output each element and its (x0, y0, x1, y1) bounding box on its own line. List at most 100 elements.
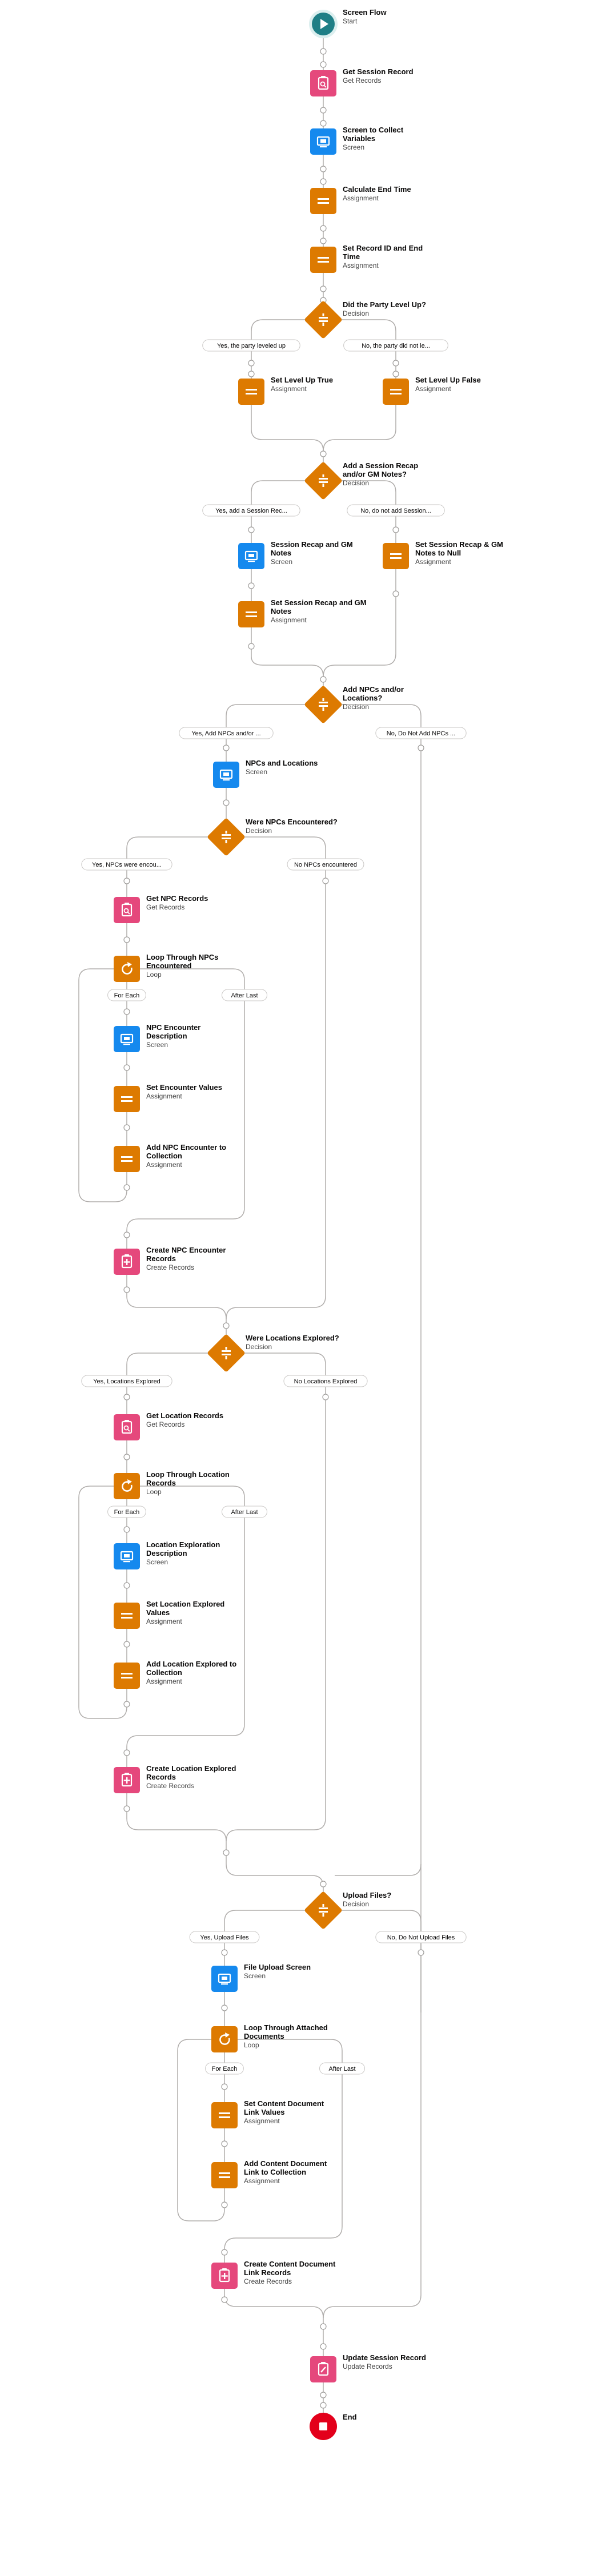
connector-point[interactable] (320, 120, 327, 127)
connector-point[interactable] (123, 1008, 130, 1015)
branch-label-b1[interactable]: Yes, the party leveled up (202, 339, 300, 352)
connector-point[interactable] (320, 61, 327, 68)
connector-point[interactable] (223, 1849, 230, 1856)
connector-point[interactable] (123, 1805, 130, 1812)
connector-point[interactable] (221, 1949, 228, 1956)
dec_files-node[interactable]: Upload Files?Decision (304, 1891, 391, 1930)
connector-point[interactable] (248, 582, 255, 589)
connector-point[interactable] (123, 1231, 130, 1238)
connector-point[interactable] (320, 2343, 327, 2350)
connector-point[interactable] (320, 238, 327, 244)
connector-point[interactable] (320, 166, 327, 172)
connector-point[interactable] (320, 1881, 327, 1887)
connector-point[interactable] (223, 1322, 230, 1329)
connector-point[interactable] (123, 1526, 130, 1533)
connector-point[interactable] (221, 2201, 228, 2208)
connector-point[interactable] (123, 1582, 130, 1589)
branch-label-b4[interactable]: No, do not add Session... (347, 504, 445, 517)
connector-point[interactable] (221, 2249, 228, 2256)
connector-point[interactable] (248, 360, 255, 367)
connector-point[interactable] (322, 1394, 329, 1400)
connector-point[interactable] (418, 1949, 424, 1956)
connector-point[interactable] (392, 590, 399, 597)
connector-point[interactable] (123, 1454, 130, 1460)
connector-point[interactable] (320, 2402, 327, 2409)
connector-point[interactable] (320, 2323, 327, 2330)
connector-point[interactable] (320, 178, 327, 185)
connector-point[interactable] (320, 107, 327, 114)
dec_level-node[interactable]: Did the Party Level Up?Decision (304, 300, 426, 339)
branch-label-b2[interactable]: No, the party did not le... (343, 339, 448, 352)
connector-point[interactable] (320, 225, 327, 232)
branch-label-b7[interactable]: Yes, NPCs were encou... (81, 858, 172, 871)
connector-point[interactable] (221, 2083, 228, 2090)
connector-point[interactable] (123, 1749, 130, 1756)
connector-point[interactable] (248, 526, 255, 533)
branch-label-b13[interactable]: For Each (107, 1506, 146, 1518)
connector-point[interactable] (221, 2005, 228, 2011)
connector-point[interactable] (320, 676, 327, 683)
branch-label-b9[interactable]: For Each (107, 989, 146, 1001)
connector-point[interactable] (123, 1124, 130, 1131)
connector-point[interactable] (123, 878, 130, 884)
connector-point[interactable] (320, 48, 327, 55)
dec_loc-node[interactable]: Were Locations Explored?Decision (207, 1334, 339, 1372)
connector-point[interactable] (248, 371, 255, 377)
connector-point[interactable] (123, 1064, 130, 1071)
branch-label-b3[interactable]: Yes, add a Session Rec... (202, 504, 300, 517)
branch-label-b17[interactable]: For Each (205, 2062, 244, 2075)
branch-label-b6[interactable]: No, Do Not Add NPCs ... (375, 727, 467, 739)
connector-point[interactable] (322, 878, 329, 884)
branch-label-b18[interactable]: After Last (319, 2062, 365, 2075)
connector-point[interactable] (418, 744, 424, 751)
connector-point[interactable] (392, 526, 399, 533)
branch-label-b8[interactable]: No NPCs encountered (287, 858, 364, 871)
connector-point[interactable] (123, 936, 130, 943)
connector-point[interactable] (123, 1641, 130, 1648)
end-node[interactable]: End (310, 2413, 357, 2440)
connector-point[interactable] (123, 1184, 130, 1191)
branch-label-b5[interactable]: Yes, Add NPCs and/or ... (179, 727, 274, 739)
connector-point[interactable] (392, 360, 399, 367)
branch-label-b14[interactable]: After Last (222, 1506, 267, 1518)
connector-point[interactable] (320, 285, 327, 292)
connector-point[interactable] (223, 744, 230, 751)
connector-point[interactable] (392, 371, 399, 377)
connector-point[interactable] (123, 1701, 130, 1708)
connector-point[interactable] (221, 2140, 228, 2147)
connector-point[interactable] (123, 1286, 130, 1293)
connector-point[interactable] (320, 2392, 327, 2398)
connector-point[interactable] (123, 1394, 130, 1400)
connector-point[interactable] (320, 450, 327, 457)
dec_npc-node[interactable]: Were NPCs Encountered?Decision (207, 818, 338, 856)
